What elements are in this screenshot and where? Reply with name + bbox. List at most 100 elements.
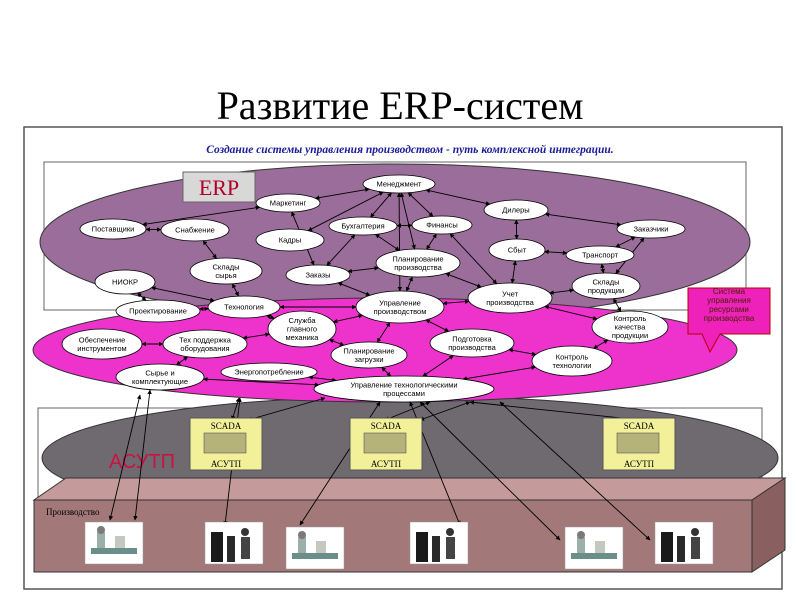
connection-dealers-customers <box>544 212 622 227</box>
connection-niokr-technology <box>151 286 215 303</box>
node-label: качества <box>615 323 647 332</box>
node-procurement: Снабжение <box>160 218 230 242</box>
scada-label: SCADA <box>624 421 655 431</box>
scada-box-3: SCADA АСУТП <box>602 417 676 471</box>
connection-production-planning-production-management <box>405 276 413 292</box>
connection-load-planning-process-control <box>381 366 392 377</box>
production-equipment <box>84 521 714 570</box>
node-label: Служба <box>288 316 316 325</box>
node-label: Сырье и <box>145 368 174 377</box>
node-label: Контроль <box>556 352 589 361</box>
node-label: Заказчики <box>634 225 669 234</box>
node-label: Сбыт <box>508 246 527 255</box>
node-label: Маркетинг <box>270 199 307 208</box>
erp-label: ERP <box>199 175 239 200</box>
node-label: оборудования <box>180 344 229 353</box>
node-management: Менеджмент <box>362 174 436 194</box>
vertical-link-9 <box>108 394 142 521</box>
node-label: НИОКР <box>112 278 138 287</box>
asutp-box-label: АСУТП <box>624 459 655 469</box>
node-label: Заказы <box>305 271 330 280</box>
node-finance: Финансы <box>411 215 473 235</box>
connection-sales-transport <box>544 249 568 256</box>
node-label: Обеспечение <box>79 335 126 344</box>
erp-label-box <box>182 171 256 203</box>
node-label: загрузки <box>354 355 383 364</box>
node-design: Проектирование <box>115 299 201 323</box>
scada-box-2: SCADA АСУТП <box>349 417 423 471</box>
node-technology: Технология <box>207 295 281 319</box>
node-label: производства <box>448 343 496 352</box>
node-label: Тех поддержка <box>179 335 232 344</box>
workers-icon <box>654 521 714 565</box>
node-niokr: НИОКР <box>94 269 156 295</box>
diagram-subtitle: Создание системы управления производство… <box>206 143 613 156</box>
connection-production-management-chief-mechanic <box>332 314 363 324</box>
node-customers: Заказчики <box>616 219 686 239</box>
node-marketing: Маркетинг <box>255 193 321 213</box>
connection-technology-chief-mechanic <box>266 314 275 320</box>
node-accounting: Бухгалтерия <box>328 216 398 236</box>
connection-production-accounting-product-warehouses <box>549 288 575 295</box>
slide-title: Развитие ERP-систем <box>216 83 584 128</box>
production-label: Производство <box>46 507 100 517</box>
node-personnel: Кадры <box>255 228 325 252</box>
node-label: Управление технологическими <box>350 380 457 389</box>
node-label: производства <box>486 298 534 307</box>
node-label: Планирование <box>343 346 394 355</box>
conveyor-icon <box>84 521 144 565</box>
connection-equipment-support-raw-materials <box>176 356 188 366</box>
node-energy: Энергопотребление <box>220 362 318 382</box>
node-orders: Заказы <box>285 264 351 286</box>
node-label: инструментом <box>77 344 126 353</box>
node-dealers: Дилеры <box>483 199 549 221</box>
connection-production-preparation-process-control <box>422 355 454 377</box>
connection-production-preparation-technology-control <box>508 348 537 357</box>
node-label: Поставщики <box>92 225 135 234</box>
connection-chief-mechanic-load-planning <box>329 339 345 346</box>
conveyor-icon <box>564 526 624 570</box>
workers-icon <box>409 521 469 565</box>
connection-quality-control-product-warehouses <box>613 298 622 312</box>
node-label: Снабжение <box>175 226 215 235</box>
node-label: Проектирование <box>129 307 187 316</box>
connection-management-production-planning <box>399 192 416 250</box>
connection-accounting-production-planning <box>375 234 400 251</box>
node-label: Энергопотребление <box>234 368 303 377</box>
connection-finance-production-planning <box>426 233 437 250</box>
connection-transport-product-warehouses <box>600 263 605 274</box>
node-sales: Сбыт <box>488 238 546 262</box>
connection-production-planning-production-accounting <box>445 272 482 288</box>
workers-icon <box>204 521 264 565</box>
connection-chief-mechanic-equipment-support <box>242 332 270 340</box>
node-label: Склады <box>592 277 619 286</box>
scada-label: SCADA <box>211 421 242 431</box>
node-label: продукции <box>588 286 624 295</box>
connection-marketing-suppliers <box>142 205 261 227</box>
node-label: Финансы <box>426 221 458 230</box>
node-label: Учет <box>502 289 519 298</box>
node-suppliers: Поставщики <box>79 218 147 240</box>
asutp-box-label: АСУТП <box>371 459 402 469</box>
scada-label: SCADA <box>371 421 402 431</box>
connection-finance-production-accounting <box>449 233 498 285</box>
connection-energy-process-control <box>308 375 337 383</box>
connection-niokr-design <box>137 292 147 301</box>
node-label: Контроль <box>614 314 647 323</box>
conveyor-icon <box>285 526 345 570</box>
connection-management-dealers <box>425 188 491 206</box>
node-label: Менеджмент <box>377 180 423 189</box>
